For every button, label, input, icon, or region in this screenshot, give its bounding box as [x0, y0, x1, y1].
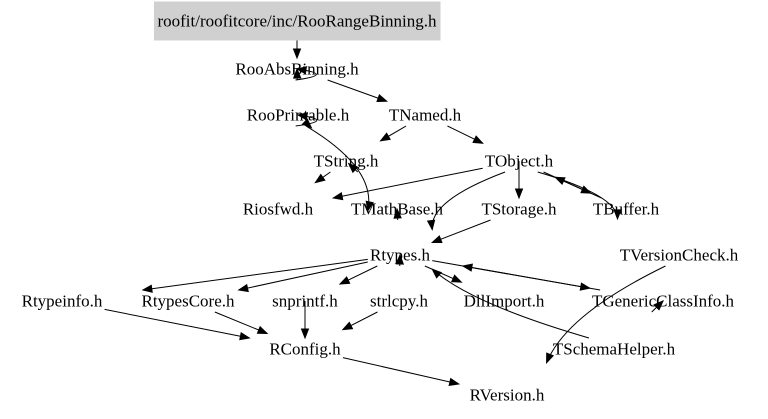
edge-Rtypes-to-Rtypeinfo-arrowhead	[141, 284, 153, 293]
edge-Rtypeinfo-to-RConfig-arrowhead	[239, 332, 251, 341]
edge-Rtypes-to-DllImport-arrowhead	[450, 274, 463, 283]
node-TBuffer[interactable]: TBuffer.h	[593, 200, 660, 219]
edge-Rtypes-to-RtypesCore-arrowhead	[237, 283, 249, 293]
node-TString[interactable]: TString.h	[314, 152, 379, 171]
node-strlcpy[interactable]: strlcpy.h	[370, 292, 428, 311]
edge-TString-to-TMathBase-arrowhead	[347, 162, 359, 174]
root-node-box[interactable]	[153, 1, 441, 41]
edge-Rtypes-to-Rtypeinfo	[142, 258, 368, 291]
node-Rtypeinfo[interactable]: Rtypeinfo.h	[22, 292, 103, 311]
edge-TVersionCheck-to-RVersion	[546, 265, 666, 363]
edge-TStorage-to-Rtypes-arrowhead	[430, 235, 443, 244]
edge-TSchemaHelper-to-Rtypes	[431, 268, 590, 339]
edge-RooPrintable-to-Riosfwd-arrowhead	[296, 112, 308, 121]
edge-TGenericClassInfo-to-Rtypes-arrowhead	[461, 263, 473, 272]
node-TStorage[interactable]: TStorage.h	[481, 200, 557, 219]
edge-RConfig-to-RVersion-arrowhead	[448, 377, 461, 387]
node-Rtypes[interactable]: Rtypes.h	[370, 246, 430, 265]
edge-RooAbsBinning-to-RooPrintable-arrowhead	[292, 67, 302, 79]
edge-Rtypes-to-snprintf-arrowhead	[338, 276, 351, 285]
edge-RooAbsBinning-to-Riosfwd-arrowhead	[295, 66, 307, 75]
edge-Rtypeinfo-to-RConfig	[104, 308, 250, 339]
edge-TNamed-to-TObject-arrowhead	[472, 135, 484, 144]
edge-RooPrintable-to-Rtypes-arrowhead	[365, 200, 374, 213]
node-Riosfwd[interactable]: Riosfwd.h	[243, 200, 314, 219]
node-RooAbsBinning[interactable]: RooAbsBinning.h	[235, 60, 359, 79]
edge-Rtypes-to-strlcpy-arrowhead	[395, 253, 405, 265]
node-RVersion[interactable]: RVersion.h	[470, 386, 545, 405]
edge-TObject-to-TVersionCheck-arrowhead	[613, 209, 622, 221]
node-RConfig[interactable]: RConfig.h	[269, 340, 341, 359]
edge-TNamed-to-TString-arrowhead	[379, 132, 391, 142]
edge-RooAbsBinning-to-TNamed	[327, 79, 387, 102]
edge-RooAbsBinning-to-TNamed-arrowhead	[376, 94, 388, 102]
node-DllImport[interactable]: DllImport.h	[464, 292, 545, 311]
edge-TMathBase-to-Rtypes-arrowhead	[393, 207, 402, 219]
node-TNamed[interactable]: TNamed.h	[389, 106, 462, 125]
node-TGenericClassInfo[interactable]: TGenericClassInfo.h	[592, 292, 735, 311]
node-TSchemaHelper[interactable]: TSchemaHelper.h	[553, 340, 676, 359]
node-TVersionCheck[interactable]: TVersionCheck.h	[620, 246, 739, 265]
edge-TBuffer-to-TObject-arrowhead	[554, 176, 566, 186]
edge-TObject-to-Riosfwd	[333, 167, 483, 199]
node-snprintf[interactable]: snprintf.h	[272, 292, 338, 311]
node-TObject[interactable]: TObject.h	[485, 152, 554, 171]
edge-TStorage-to-Rtypes	[432, 219, 491, 244]
edge-TObject-to-TStorage-arrowhead	[514, 188, 524, 200]
root-node-label[interactable]: roofit/roofitcore/inc/RooRangeBinning.h	[157, 12, 437, 31]
edge-RConfig-to-RVersion	[342, 357, 459, 385]
edge-Rtypes-to-RtypesCore	[238, 261, 368, 291]
edge-TString-to-Riosfwd-arrowhead	[314, 173, 326, 184]
node-RooPrintable[interactable]: RooPrintable.h	[247, 106, 350, 125]
edge-TObject-to-Riosfwd-arrowhead	[331, 191, 344, 201]
edge-TGenericClassInfo-to-TSchemaHelper-arrowhead	[653, 300, 664, 311]
edge-snprintf-to-RConfig-arrowhead	[300, 328, 310, 340]
nodes-layer: roofit/roofitcore/inc/RooRangeBinning.h …	[22, 1, 739, 405]
edge-RtypesCore-to-RConfig-arrowhead	[256, 325, 269, 334]
edge-TGenericClassInfo-to-Rtypes	[462, 265, 601, 291]
edge-strlcpy-to-RConfig-arrowhead	[341, 321, 354, 331]
edge-root-to-RooAbsBinning-arrowhead	[292, 48, 302, 60]
edge-TVersionCheck-to-RVersion-arrowhead	[546, 352, 555, 365]
edge-TSchemaHelper-to-Rtypes-arrowhead	[431, 268, 443, 279]
edge-TObject-to-Rtypes-arrowhead	[426, 219, 436, 231]
node-RtypesCore[interactable]: RtypesCore.h	[141, 292, 235, 311]
edges-layer	[104, 21, 666, 387]
node-TMathBase[interactable]: TMathBase.h	[351, 200, 444, 219]
